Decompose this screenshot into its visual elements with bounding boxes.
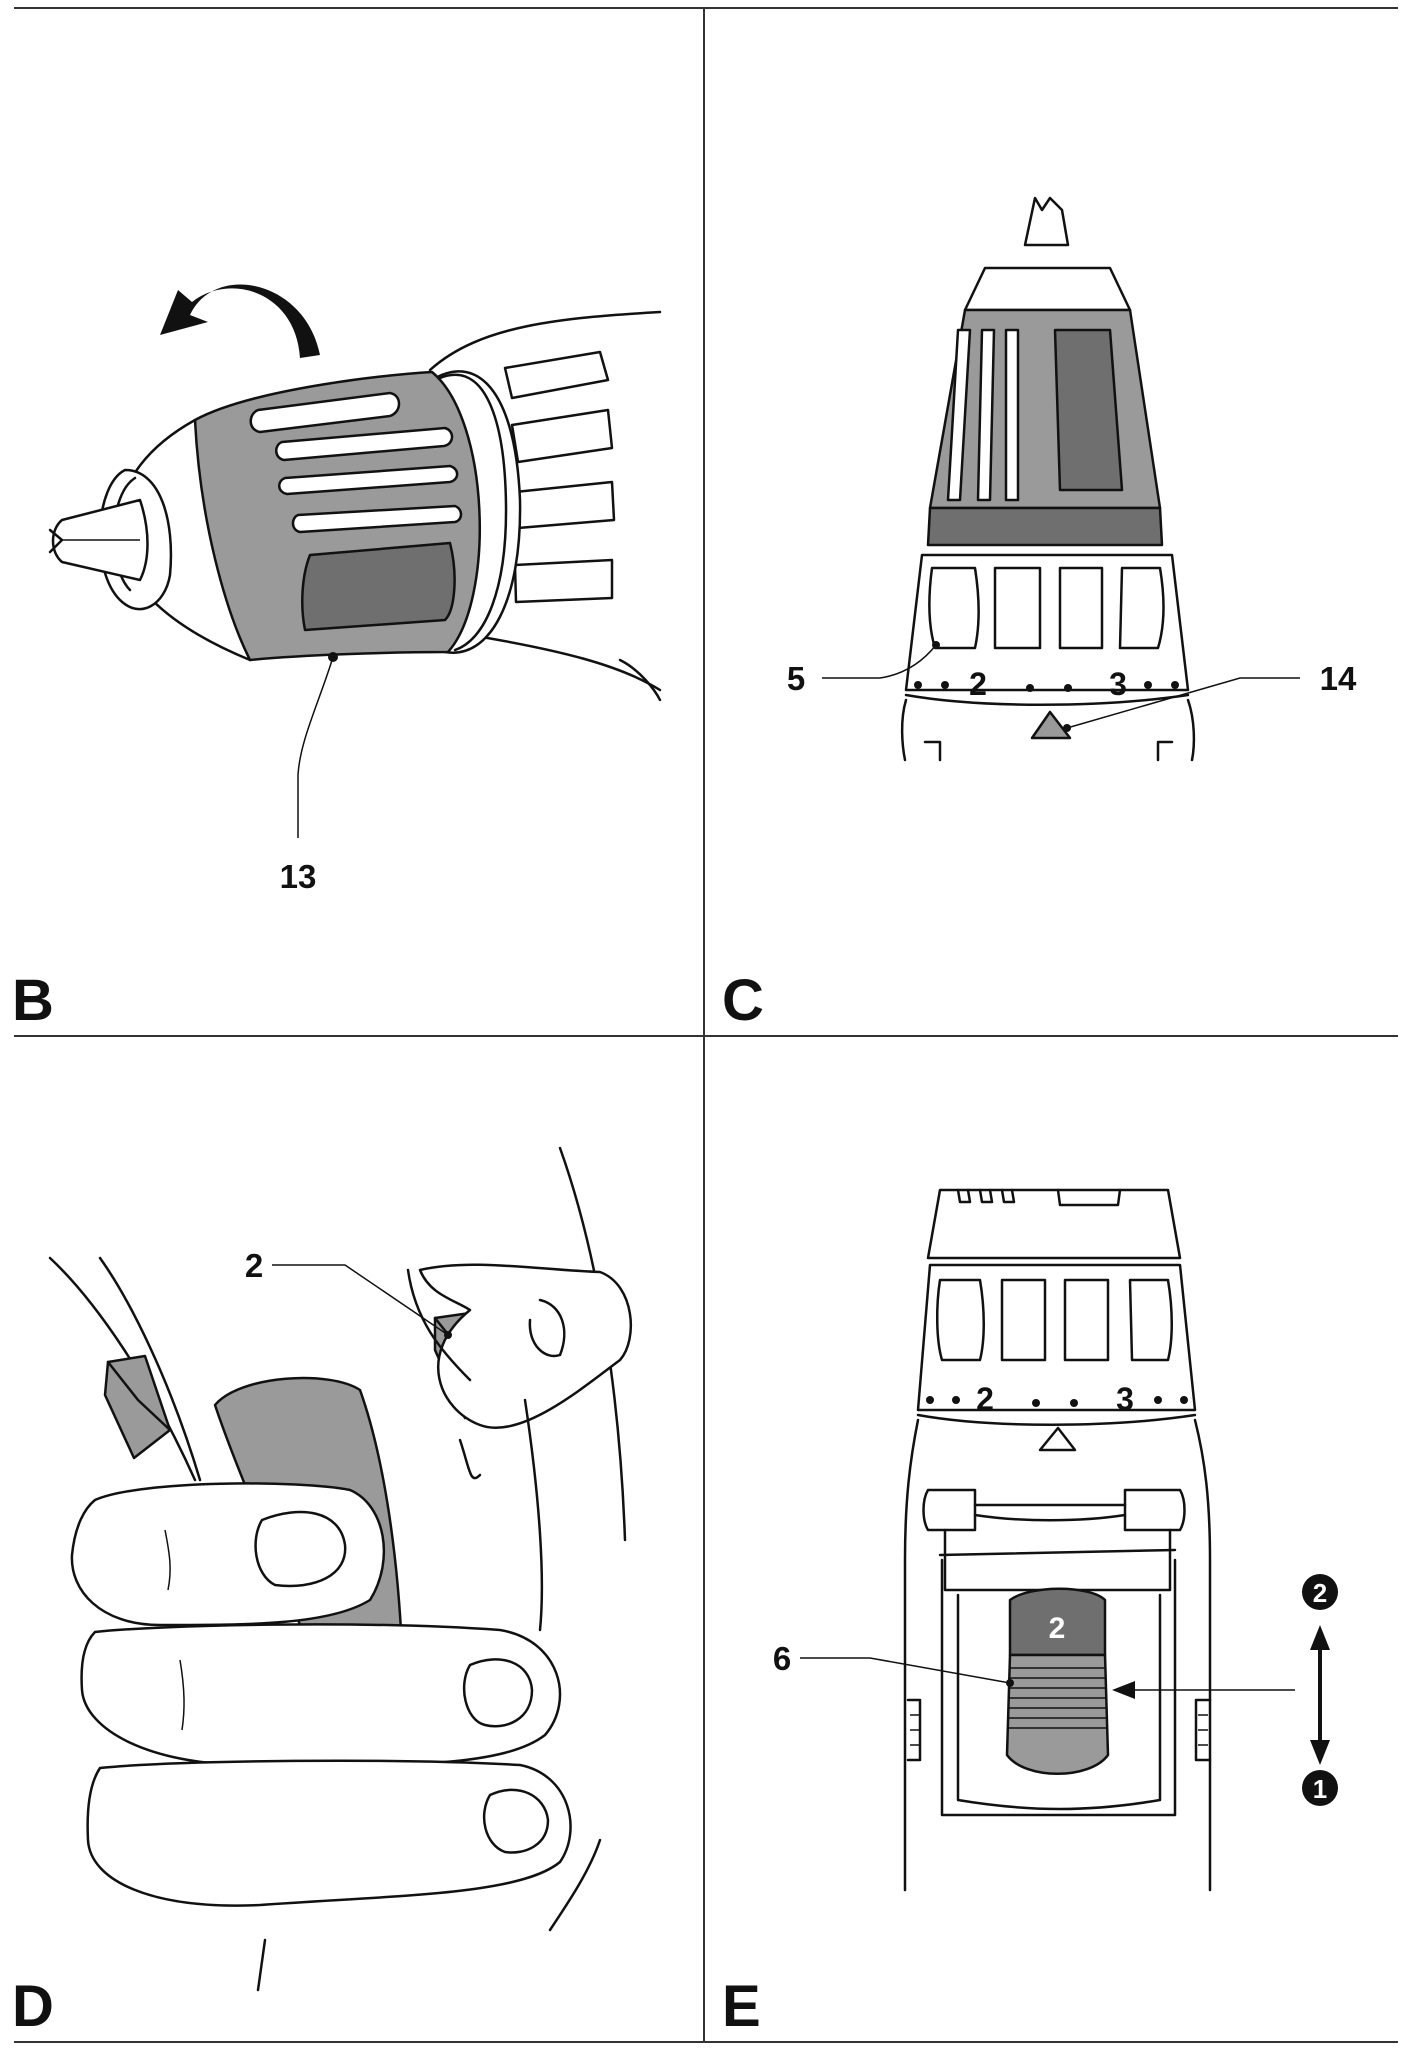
dial-mark-3: 3 xyxy=(1116,1381,1134,1417)
dial-mark-3: 3 xyxy=(1109,666,1127,702)
panel-c-torque-collar-illustration xyxy=(822,196,1300,762)
callout-2: 2 xyxy=(245,1247,263,1284)
panel-b-chuck-illustration xyxy=(48,284,662,838)
callout-13: 13 xyxy=(280,858,317,895)
dial-mark-2: 2 xyxy=(969,666,987,702)
panel-frame-grid xyxy=(14,7,1398,2043)
callout-6: 6 xyxy=(773,1640,791,1677)
panel-d-label: D xyxy=(12,1974,54,2039)
callout-5: 5 xyxy=(787,660,805,697)
panel-b-label: B xyxy=(12,968,54,1033)
position-marker-1: 1 xyxy=(1313,1774,1327,1804)
position-marker-2: 2 xyxy=(1313,1578,1327,1608)
panel-e-label: E xyxy=(722,1974,761,2039)
panel-e-gear-selector-illustration xyxy=(800,1188,1338,1892)
panel-d-hand-grip-illustration xyxy=(48,1146,633,1992)
gear-switch-label: 2 xyxy=(1049,1612,1066,1645)
dial-mark-2: 2 xyxy=(976,1381,994,1417)
panel-c-label: C xyxy=(722,968,764,1033)
callout-14: 14 xyxy=(1320,660,1357,697)
rotation-arrow-icon xyxy=(160,284,320,358)
